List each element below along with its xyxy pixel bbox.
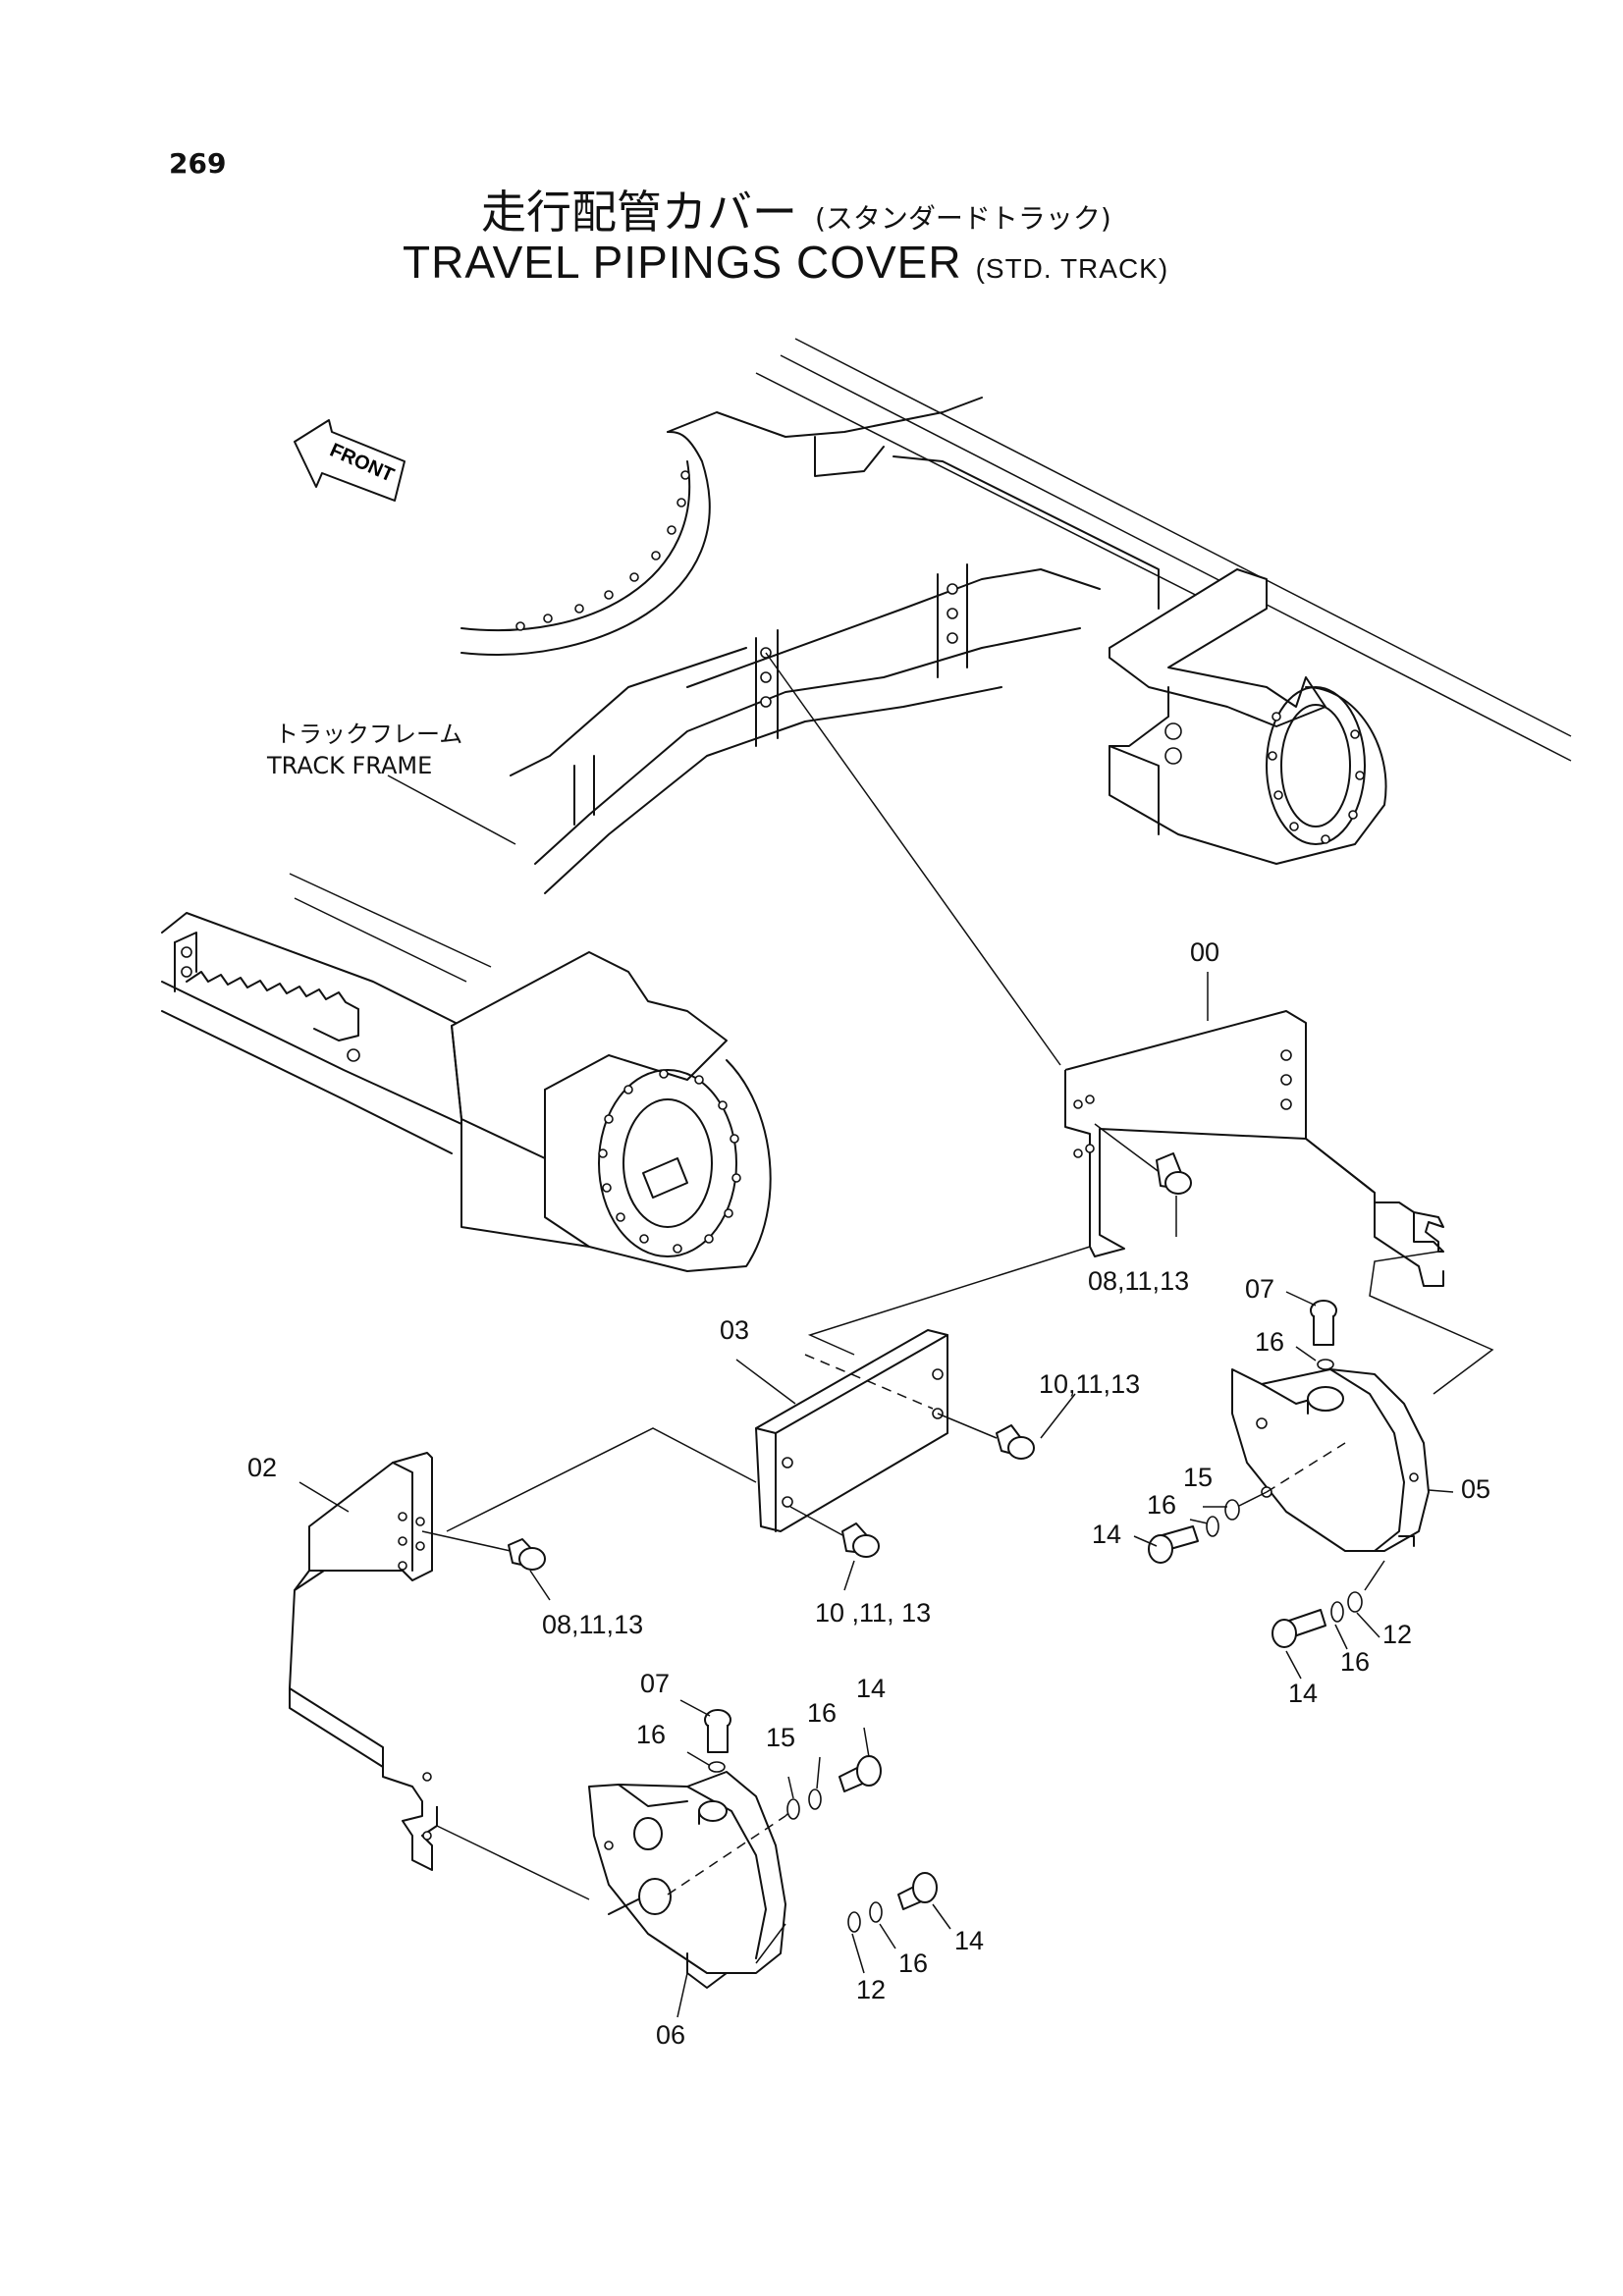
callout-14-right-mid: 14 [1092, 1520, 1122, 1549]
callout-12-lower: 12 [856, 1975, 887, 2004]
part-05-guard [1231, 1368, 1430, 1552]
rear-hub-bolt-holes [1268, 712, 1365, 844]
track-frame-label-japanese: トラックフレーム [275, 721, 463, 748]
callout-16-lower-b: 16 [807, 1698, 838, 1728]
callout-16-right: 16 [1147, 1490, 1177, 1520]
bolt-14-lower-a [839, 1755, 882, 1792]
callout-10-11-13-lower: 10 ,11, 13 [815, 1598, 932, 1628]
callout-14-lower-a: 14 [856, 1674, 887, 1703]
callout-10-11-13-upper: 10,11,13 [1039, 1369, 1141, 1399]
part-03-plate [755, 1329, 948, 1532]
callout-14-right-low: 14 [1288, 1679, 1319, 1708]
track-frame-label-english: TRACK FRAME [267, 752, 433, 779]
washer-16-upper [1317, 1359, 1334, 1370]
bolt-10-lower [841, 1522, 880, 1558]
callout-12-right: 12 [1382, 1620, 1413, 1649]
callout-15-right: 15 [1183, 1463, 1214, 1492]
title-japanese-main: 走行配管カバー [481, 186, 797, 239]
title-english-main: TRAVEL PIPINGS COVER [403, 237, 962, 288]
callout-08-11-13-lower: 08,11,13 [542, 1610, 644, 1639]
page-number: 269 [169, 147, 227, 180]
callout-07-upper: 07 [1245, 1274, 1275, 1304]
callout-16-right-low: 16 [1340, 1647, 1371, 1677]
track-frame-drawing [161, 338, 1572, 1272]
part-02-cover [289, 1452, 438, 1871]
bolt-08-upper [1156, 1152, 1192, 1195]
bolt-07-upper [1310, 1300, 1337, 1346]
bolt-07-lower [704, 1709, 731, 1753]
title-japanese: 走行配管カバー (スタンダードトラック) [481, 177, 1111, 241]
callout-14-lower-b: 14 [954, 1926, 985, 1955]
callout-15-lower: 15 [766, 1723, 796, 1752]
bolt-14-right-low [1271, 1609, 1326, 1648]
bolt-08-lower [508, 1538, 546, 1571]
front-arrow-icon: FRONT [294, 419, 406, 502]
callout-08-11-13-upper: 08,11,13 [1088, 1266, 1190, 1296]
part-00-cover [1064, 1010, 1444, 1287]
callout-06: 06 [656, 2020, 686, 2050]
callout-00: 00 [1190, 937, 1220, 967]
callout-03: 03 [720, 1315, 750, 1345]
callout-16-lower: 16 [636, 1720, 667, 1749]
bolt-14-lower-b [897, 1872, 938, 1910]
track-frame-label: トラックフレーム TRACK FRAME [267, 719, 462, 781]
title-english: TRAVEL PIPINGS COVER (STD. TRACK) [403, 236, 1168, 289]
callout-07-lower: 07 [640, 1669, 671, 1698]
part-06-guard [588, 1771, 786, 1989]
bolt-14-right-mid [1148, 1525, 1199, 1564]
callout-02: 02 [247, 1453, 278, 1482]
front-hub-bolt-holes [598, 1069, 741, 1254]
circle-bolt-holes [515, 470, 690, 631]
title-japanese-sub: (スタンダードトラック) [815, 202, 1111, 235]
callout-16-lower-c: 16 [898, 1949, 929, 1978]
bolt-10-upper [996, 1424, 1035, 1460]
callout-05: 05 [1461, 1474, 1491, 1504]
title-english-sub: (STD. TRACK) [975, 253, 1169, 284]
callout-16-upper: 16 [1255, 1327, 1285, 1357]
